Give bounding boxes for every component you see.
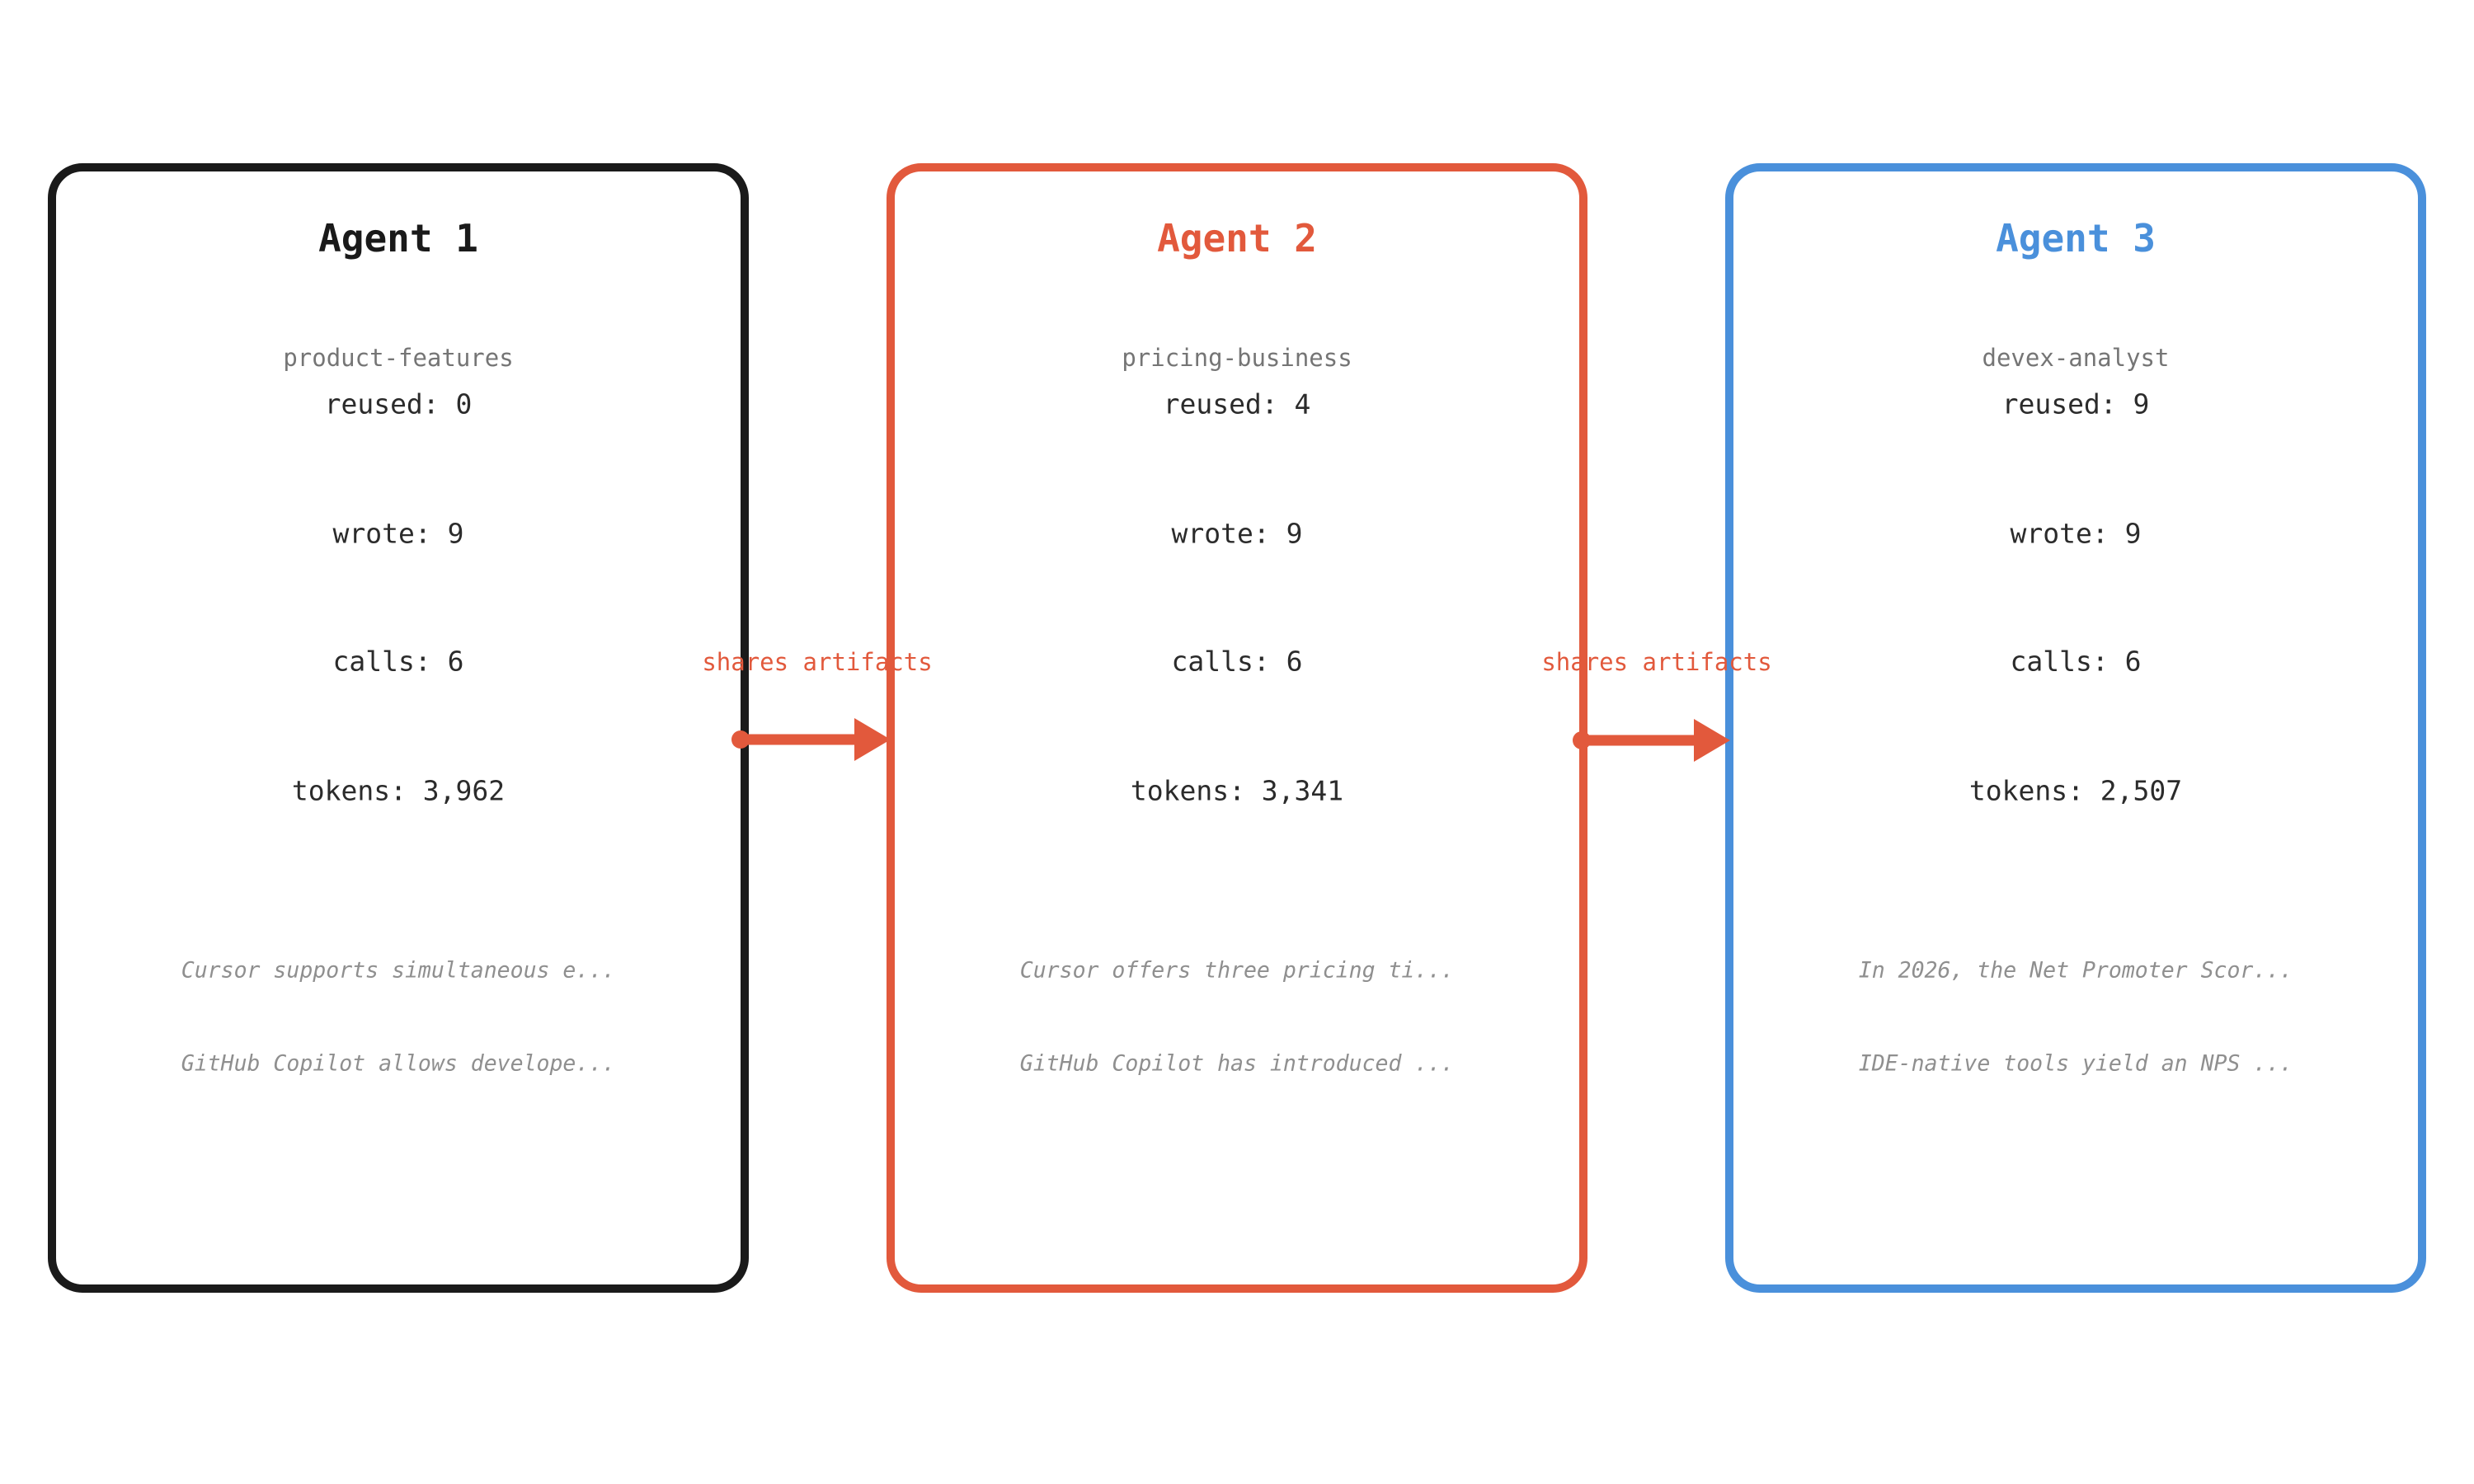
agent-1-stat-calls: calls: 6 bbox=[332, 645, 464, 678]
agent-1-stat-tokens: tokens: 3,962 bbox=[291, 774, 506, 807]
shares-artifacts-label-2: shares artifacts bbox=[1541, 648, 1772, 676]
agent-2-card: Agent 2 pricing-business reused: 4 wrote… bbox=[887, 163, 1587, 1293]
agent-1-role: product-features bbox=[283, 344, 514, 372]
agent-2-snippet-2: GitHub Copilot has introduced ... bbox=[1019, 1050, 1455, 1077]
shares-artifacts-label-1: shares artifacts bbox=[702, 648, 933, 676]
agent-2-stat-tokens: tokens: 3,341 bbox=[1130, 774, 1344, 807]
agent-1-stat-reused: reused: 0 bbox=[324, 387, 473, 420]
agent-2-role: pricing-business bbox=[1122, 344, 1352, 372]
shares-artifacts-arrow-1 bbox=[731, 718, 891, 761]
agent-1-title: Agent 1 bbox=[318, 216, 478, 261]
agent-1-card: Agent 1 product-features reused: 0 wrote… bbox=[48, 163, 749, 1293]
agent-2-snippet-1: Cursor offers three pricing ti... bbox=[1019, 957, 1455, 984]
agent-3-snippet-2: IDE-native tools yield an NPS ... bbox=[1858, 1050, 2293, 1077]
agent-1-snippet-2: GitHub Copilot allows develope... bbox=[181, 1050, 616, 1077]
agent-3-stat-reused: reused: 9 bbox=[2001, 387, 2150, 420]
agent-2-stat-calls: calls: 6 bbox=[1171, 645, 1303, 678]
agent-1-snippet-1: Cursor supports simultaneous e... bbox=[181, 957, 616, 984]
agent-3-stat-tokens: tokens: 2,507 bbox=[1968, 774, 2183, 807]
agent-2-stat-wrote: wrote: 9 bbox=[1171, 517, 1303, 550]
agent-3-snippet-1: In 2026, the Net Promoter Scor... bbox=[1858, 957, 2293, 984]
agent-3-stat-calls: calls: 6 bbox=[2010, 645, 2142, 678]
arrow-1-head bbox=[854, 718, 891, 761]
shares-artifacts-arrow-2 bbox=[1573, 719, 1730, 762]
agent-1-stat-wrote: wrote: 9 bbox=[332, 517, 464, 550]
agent-2-title: Agent 2 bbox=[1157, 216, 1317, 261]
agent-2-stat-reused: reused: 4 bbox=[1163, 387, 1311, 420]
agent-3-role: devex-analyst bbox=[1982, 344, 2170, 372]
agent-3-card: Agent 3 devex-analyst reused: 9 wrote: 9… bbox=[1725, 163, 2426, 1293]
agent-3-title: Agent 3 bbox=[1996, 216, 2156, 261]
agent-3-stat-wrote: wrote: 9 bbox=[2010, 517, 2142, 550]
